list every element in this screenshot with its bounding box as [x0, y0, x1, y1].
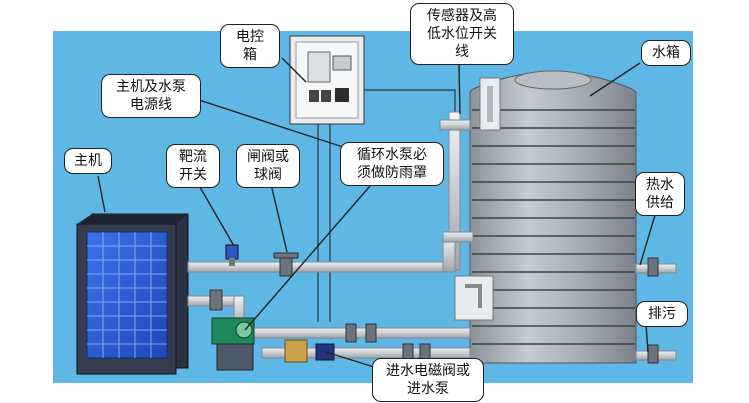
water-tank — [454, 70, 637, 364]
hot-water-supply-label-line2: 供给 — [646, 195, 674, 211]
inlet-valve-label-line2: 进水泵 — [407, 381, 449, 397]
control-box-label: 电控 箱 — [220, 24, 280, 68]
hot-water-supply-label-line1: 热水 — [646, 177, 674, 193]
flow-switch-label: 靶流 开关 — [166, 144, 220, 188]
gate-valve-label-line2: 球阀 — [254, 167, 282, 183]
heat-pump-unit — [76, 213, 189, 375]
inlet-valve-label: 进水电磁阀或 进水泵 — [372, 358, 484, 402]
pump-rain-cover-label: 循环水泵必 须做防雨罩 — [340, 142, 444, 186]
power-wires — [317, 89, 456, 322]
pump-rain-cover-label-line1: 循环水泵必 — [357, 147, 427, 163]
drain-label: 排污 — [636, 301, 688, 327]
hot-water-supply-label: 热水 供给 — [635, 172, 685, 216]
control-box — [289, 35, 365, 125]
flow-switch-label-line1: 靶流 — [179, 149, 207, 165]
flow-switch — [225, 244, 239, 266]
pump-rain-cover-label-line2: 须做防雨罩 — [357, 165, 427, 181]
drain-label-text: 排污 — [648, 306, 676, 322]
power-line-label: 主机及水泵 电源线 — [101, 74, 201, 118]
inlet-solenoid-valve — [284, 339, 335, 363]
inlet-valve-label-line1: 进水电磁阀或 — [386, 363, 470, 379]
sensor-switch-label-line1: 传感器及高 — [427, 8, 497, 24]
water-tank-label: 水箱 — [641, 40, 691, 66]
circulation-pump — [211, 317, 255, 371]
gate-valve-label: 闸阀或 球阀 — [236, 144, 300, 188]
main-unit-label-text: 主机 — [74, 153, 102, 169]
control-box-label-line2: 箱 — [243, 47, 257, 63]
power-line-label-line1: 主机及水泵 — [116, 79, 186, 95]
flow-switch-label-line2: 开关 — [179, 167, 207, 183]
sensor-switch-label-line3: 线 — [455, 44, 469, 60]
gate-valve-label-line1: 闸阀或 — [247, 149, 289, 165]
power-line-label-line2: 电源线 — [130, 97, 172, 113]
control-box-label-line1: 电控 — [236, 29, 264, 45]
valves — [209, 252, 659, 364]
sensor-switch-label: 传感器及高 低水位开关 线 — [410, 3, 514, 65]
main-unit-label: 主机 — [64, 148, 112, 174]
water-tank-label-text: 水箱 — [652, 45, 680, 61]
sensor-switch-label-line2: 低水位开关 — [427, 26, 497, 42]
callout-lines — [97, 57, 657, 369]
